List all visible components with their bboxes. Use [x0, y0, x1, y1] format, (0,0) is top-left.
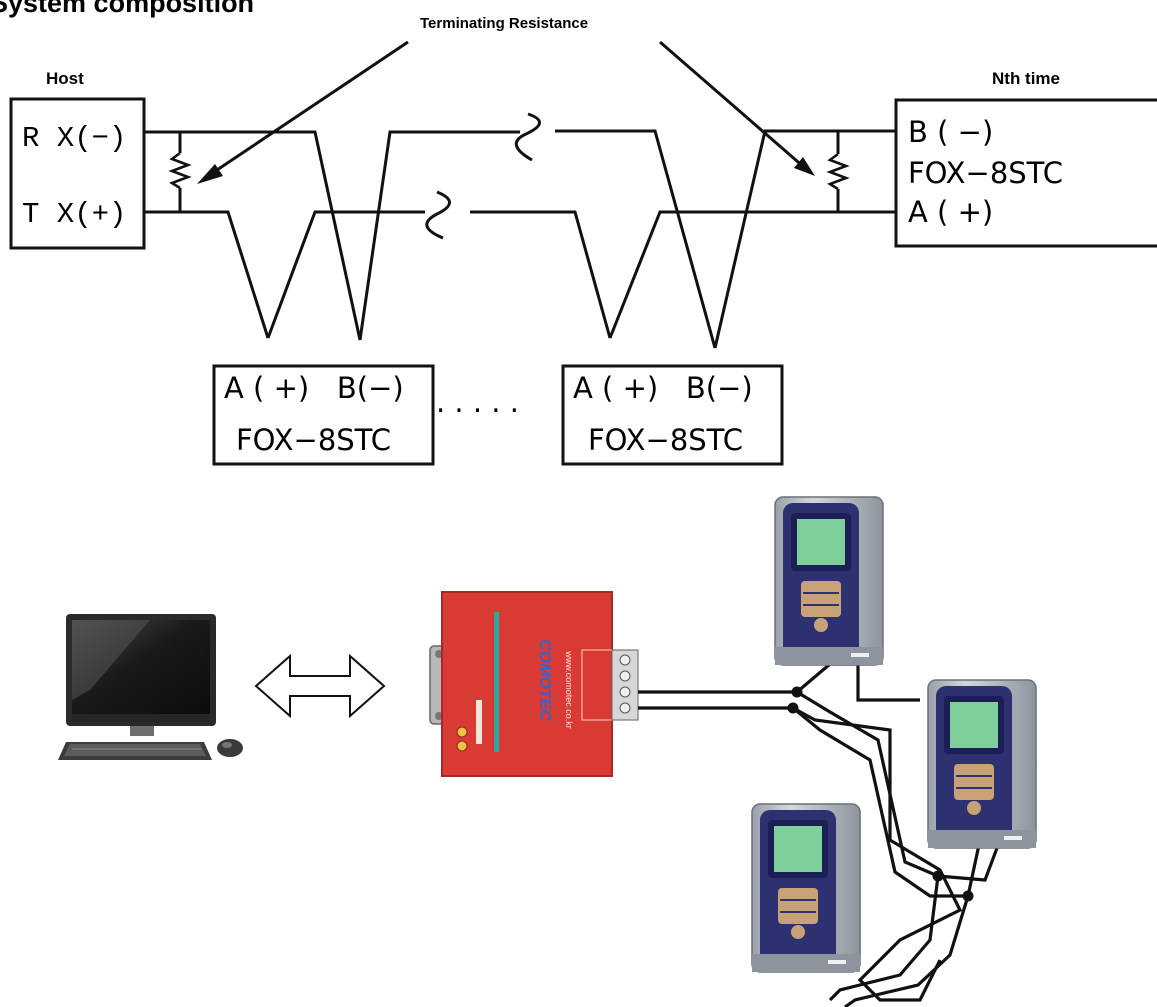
- slave-box-1: [212, 364, 435, 466]
- host-rx-pin: R X(−): [22, 122, 126, 155]
- nth-a-pin: A ( +): [908, 195, 993, 229]
- slave-1-pins: A ( +) B(−): [224, 371, 404, 405]
- bidirectional-arrow-icon: [254, 653, 386, 719]
- host-box: [9, 97, 146, 250]
- terminal-device-1: [774, 496, 884, 666]
- nth-label: Nth time: [992, 69, 1060, 88]
- slave-1-model: FOX−8STC: [236, 423, 391, 457]
- terminal-device-2: [927, 679, 1037, 849]
- host-tx-pin: T X(+): [22, 198, 126, 231]
- slave-2-pins: A ( +) B(−): [573, 371, 753, 405]
- bus-ellipsis: . . . . .: [436, 385, 519, 419]
- nth-model: FOX−8STC: [908, 156, 1063, 190]
- nth-device-box: [894, 98, 1157, 248]
- rs485-bus-wiring: [144, 112, 896, 349]
- nth-b-pin: B ( −): [908, 115, 993, 149]
- slave-2-model: FOX−8STC: [588, 423, 743, 457]
- desktop-pc-illustration: [58, 614, 243, 760]
- host-label: Host: [46, 69, 84, 88]
- rs232-rs485-converter: COMOTEC www.comotec.co.kr: [429, 591, 639, 777]
- converter-brand: COMOTEC: [536, 639, 553, 721]
- converter-url: www.comotec.co.kr: [564, 650, 574, 729]
- diagram-title: System composition: [0, 0, 254, 18]
- slave-box-2: [561, 364, 784, 466]
- terminal-device-3: [751, 803, 861, 973]
- terminating-resistance-label: Terminating Resistance: [420, 15, 588, 32]
- terminating-resistance-arrows: [197, 40, 815, 184]
